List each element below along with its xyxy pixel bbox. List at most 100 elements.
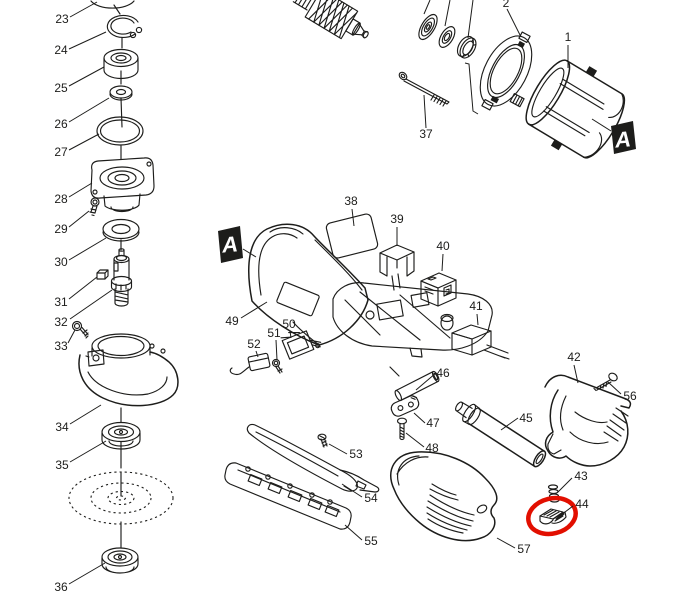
leader-line-57 <box>496 537 516 549</box>
leader-line-24 <box>68 31 107 50</box>
part-label-28: 28 <box>54 192 68 206</box>
part-illustration-51-screw <box>271 358 283 374</box>
part-illustration-53-screw <box>317 433 328 448</box>
leader-line-36 <box>68 562 106 585</box>
leader-line-54 <box>341 483 363 498</box>
leader-line-53 <box>328 443 348 455</box>
part-label-54: 54 <box>364 491 378 505</box>
part-label-26: 26 <box>54 117 68 131</box>
part-label-46: 46 <box>436 366 450 380</box>
leader-line-46 <box>415 372 437 391</box>
part-illustration-armature <box>292 0 369 40</box>
part-illustration-33-screw <box>71 320 89 339</box>
part-illustration-35-inner-flange <box>101 421 141 450</box>
part-illustration-fan <box>418 13 438 41</box>
leader-line-51 <box>275 339 278 361</box>
part-illustration-34-wheel-guard <box>78 333 179 407</box>
leader-line-30 <box>68 237 107 261</box>
highlight-ellipse <box>526 495 578 537</box>
part-label-38: 38 <box>344 194 358 208</box>
part-label-57: 57 <box>517 542 531 556</box>
part-illustration-30-felt-ring <box>102 218 140 242</box>
leader-line-45 <box>500 417 519 431</box>
part-label-49: 49 <box>225 314 239 328</box>
part-illustration-38-name-plate <box>325 213 379 259</box>
part-illustration-56-screw <box>593 372 618 392</box>
part-label-33: 33 <box>54 339 68 353</box>
part-illustration-40-switch <box>420 272 457 307</box>
leader-line-31 <box>68 276 98 300</box>
part-illustration-28-bearing-box <box>90 157 155 213</box>
part-label-36: 36 <box>54 580 68 594</box>
part-label-1: 1 <box>565 30 572 44</box>
centerline <box>113 4 123 549</box>
part-illustration-55-handle-base <box>224 462 352 530</box>
leader-line-41 <box>476 313 479 326</box>
part-illustration-45-side-handle <box>455 401 547 468</box>
part-label-56: 56 <box>623 389 637 403</box>
part-label-51: 51 <box>267 326 281 340</box>
part-illustration-48-screw <box>396 417 408 441</box>
part-label-23: 23 <box>55 12 69 26</box>
part-illustration-44-slide-button <box>539 508 567 525</box>
leader-line-26 <box>68 97 110 123</box>
part-illustration-31-key-nut <box>96 269 109 280</box>
leader-line-42 <box>573 364 579 384</box>
part-illustration-bearing <box>438 26 456 48</box>
part-label-35: 35 <box>55 458 69 472</box>
part-label-32: 32 <box>54 315 68 329</box>
part-label-42: 42 <box>567 350 581 364</box>
part-label-47: 47 <box>426 416 440 430</box>
leader-line-32 <box>69 289 113 320</box>
part-label-2: 2 <box>503 0 510 10</box>
part-label-40: 40 <box>436 239 450 253</box>
part-label-30: 30 <box>54 255 68 269</box>
leader-line-2 <box>506 8 522 38</box>
view-a-badge-letter: A <box>220 231 239 257</box>
part-illustration-rubber-ring <box>456 35 477 59</box>
part-illustration-26-washer <box>109 85 133 101</box>
leader-line-44 <box>556 505 574 519</box>
leader-line-52 <box>255 350 259 358</box>
part-illustration-47-clamp-plate <box>390 395 420 417</box>
part-label-50: 50 <box>282 317 296 331</box>
part-illustration-49-gear-housing <box>248 223 369 346</box>
part-illustration-27-o-ring <box>96 116 144 146</box>
part-illustration-23-ring-cut <box>90 0 135 9</box>
part-illustration-42-rear-cover <box>544 374 632 467</box>
part-label-27: 27 <box>54 145 68 159</box>
view-a-badge-left: A <box>218 226 257 263</box>
part-label-31: 31 <box>54 295 68 309</box>
housing-internals-illustration <box>332 273 493 358</box>
part-label-39: 39 <box>390 212 404 226</box>
part-illustration-2-baffle-plate <box>479 31 533 111</box>
part-illustration-25-ball-bearing <box>103 48 139 80</box>
leader-line-56 <box>607 381 622 395</box>
part-label-41: 41 <box>469 299 483 313</box>
view-a-badge-letter: A <box>613 126 632 152</box>
part-label-29: 29 <box>54 222 68 236</box>
part-illustration-39-bracket <box>379 244 415 277</box>
leader-line-38 <box>351 208 355 227</box>
part-illustration-1-field-stator <box>525 59 626 159</box>
part-label-45: 45 <box>519 411 533 425</box>
part-illustration-37-screw <box>398 71 450 107</box>
part-illustration-41-capacitor <box>451 324 510 360</box>
unlabeled-leader-lines <box>423 0 474 39</box>
part-illustration-36-lock-nut <box>101 547 139 574</box>
view-a-badge-right: A <box>591 118 636 154</box>
part-label-43: 43 <box>574 469 588 483</box>
leader-line-23 <box>69 1 98 18</box>
part-illustration-50-brush-holder <box>280 330 322 360</box>
part-label-34: 34 <box>55 420 69 434</box>
leader-line-48 <box>405 432 425 448</box>
grinding-wheel-illustration <box>68 471 174 525</box>
leader-line-33 <box>67 329 76 344</box>
part-illustration-52-brush-cap <box>229 352 271 376</box>
part-illustration-29-screw <box>89 197 100 217</box>
part-label-55: 55 <box>364 534 378 548</box>
leader-line-37 <box>423 94 427 129</box>
leader-line-49 <box>240 301 268 319</box>
part-illustration-24-snap-ring <box>106 14 143 39</box>
reference-bracket-line <box>464 62 479 115</box>
